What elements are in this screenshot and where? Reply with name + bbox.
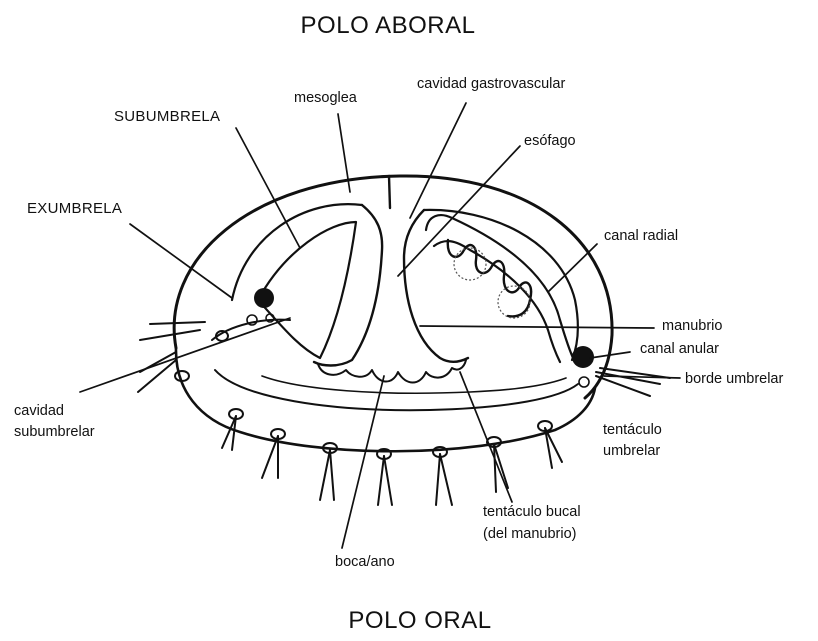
title-polo-oral: POLO ORAL — [348, 607, 491, 634]
label-tentaculo-umbrelar-line2: umbrelar — [603, 443, 660, 459]
manubrium — [314, 205, 382, 366]
label-canal-radial: canal radial — [604, 228, 678, 244]
label-tentaculo-umbrelar-line1: tentáculo — [603, 422, 662, 438]
label-borde-umbrelar: borde umbrelar — [685, 371, 783, 387]
label-cavidad-gastrovascular: cavidad gastrovascular — [417, 76, 565, 92]
label-canal-anular: canal anular — [640, 341, 719, 357]
label-manubrio: manubrio — [662, 318, 722, 334]
exumbrella-outline — [174, 176, 612, 398]
subumbrellar-cavity — [258, 222, 356, 358]
subumbrella-wall — [232, 204, 362, 300]
canal-anular-node-left — [254, 288, 274, 308]
canal-anular-node-right — [572, 346, 594, 368]
label-cavidad-subumbrelar-line1: cavidad — [14, 403, 64, 419]
label-cavidad-subumbrelar-line2: subumbrelar — [14, 424, 95, 440]
mesoglea-divider — [389, 176, 390, 208]
label-tentaculo-bucal-line2: (del manubrio) — [483, 526, 577, 542]
label-mesoglea: mesoglea — [294, 90, 358, 106]
title-polo-aboral: POLO ABORAL — [301, 12, 476, 39]
label-esofago: esófago — [524, 133, 576, 149]
label-tentaculo-bucal-line1: tentáculo bucal — [483, 504, 581, 520]
label-subumbrela: SUBUMBRELA — [114, 108, 220, 125]
label-exumbrela: EXUMBRELA — [27, 200, 122, 217]
label-boca-ano: boca/ano — [335, 554, 395, 570]
